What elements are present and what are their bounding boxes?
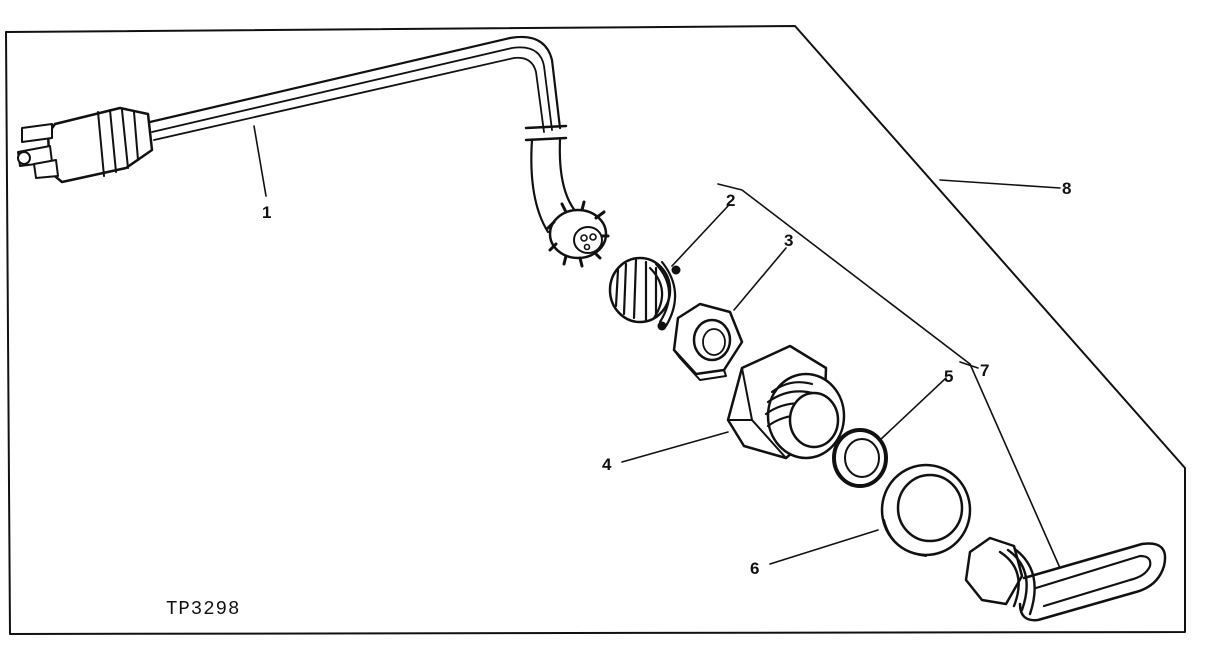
- connector-pin-2: [589, 233, 597, 241]
- bushing-bore: [788, 391, 840, 449]
- callout-7: 7: [980, 361, 989, 380]
- part-2-collet: [608, 256, 681, 331]
- callout-5: 5: [944, 367, 953, 386]
- connector-face: [573, 226, 603, 254]
- plug-prong-top: [21, 123, 53, 143]
- leader-8: [939, 179, 1061, 189]
- cord-line-b: [151, 46, 553, 133]
- o-ring-inner: [844, 438, 880, 478]
- plug-ridges: [97, 109, 139, 177]
- plug-prong-low: [33, 159, 59, 179]
- nut-bore: [692, 318, 732, 362]
- group-bracket: [717, 183, 1061, 569]
- element-loop-outer: [1018, 542, 1167, 622]
- callout-8: 8: [1062, 179, 1071, 198]
- callout-4: 4: [602, 455, 612, 474]
- bushing-threads: [764, 381, 822, 428]
- collet-threads: [648, 260, 677, 328]
- collet-tab-2: [671, 265, 681, 275]
- collet-fingers: [614, 258, 658, 322]
- callout-6: 6: [750, 559, 759, 578]
- leader-3: [733, 247, 787, 311]
- element-threads: [998, 548, 1036, 616]
- washer-inner: [896, 473, 964, 543]
- cord-bend: [530, 138, 578, 234]
- part-6-washer: [880, 463, 972, 557]
- connector-pin-1: [580, 234, 588, 242]
- leader-6: [769, 529, 879, 565]
- element-loop-inner: [1034, 554, 1152, 608]
- connector-teeth: [546, 200, 610, 268]
- leader-1: [253, 125, 267, 197]
- cord-line-a: [148, 35, 562, 130]
- element-hex: [964, 536, 1024, 606]
- leader-2: [671, 205, 729, 267]
- part-4-bushing: [726, 344, 846, 460]
- callout-labels: 1 2 3 4 5 6 7 8: [262, 179, 1071, 578]
- callout-1: 1: [262, 203, 271, 222]
- leader-4: [621, 431, 729, 463]
- part-1-cord: [17, 35, 610, 268]
- diagram-frame: [5, 25, 1186, 635]
- cord-line-c: [153, 56, 545, 141]
- leader-5: [879, 377, 947, 441]
- part-3-hex-nut: [672, 302, 744, 381]
- callout-3: 3: [784, 231, 793, 250]
- connector-pin-3: [583, 243, 591, 251]
- plug-pin-end: [17, 151, 31, 165]
- figure-code: TP3298: [166, 598, 240, 620]
- nut-bore-inner: [702, 328, 726, 356]
- callout-2: 2: [726, 191, 735, 210]
- leader-7: [959, 361, 979, 369]
- part-5-o-ring: [832, 428, 888, 488]
- bushing-hex-faces: [727, 367, 787, 459]
- nut-edge: [673, 349, 727, 381]
- part-7-heating-element: [964, 536, 1167, 622]
- washer-thickness: [883, 519, 927, 557]
- collet-tab-1: [657, 321, 667, 331]
